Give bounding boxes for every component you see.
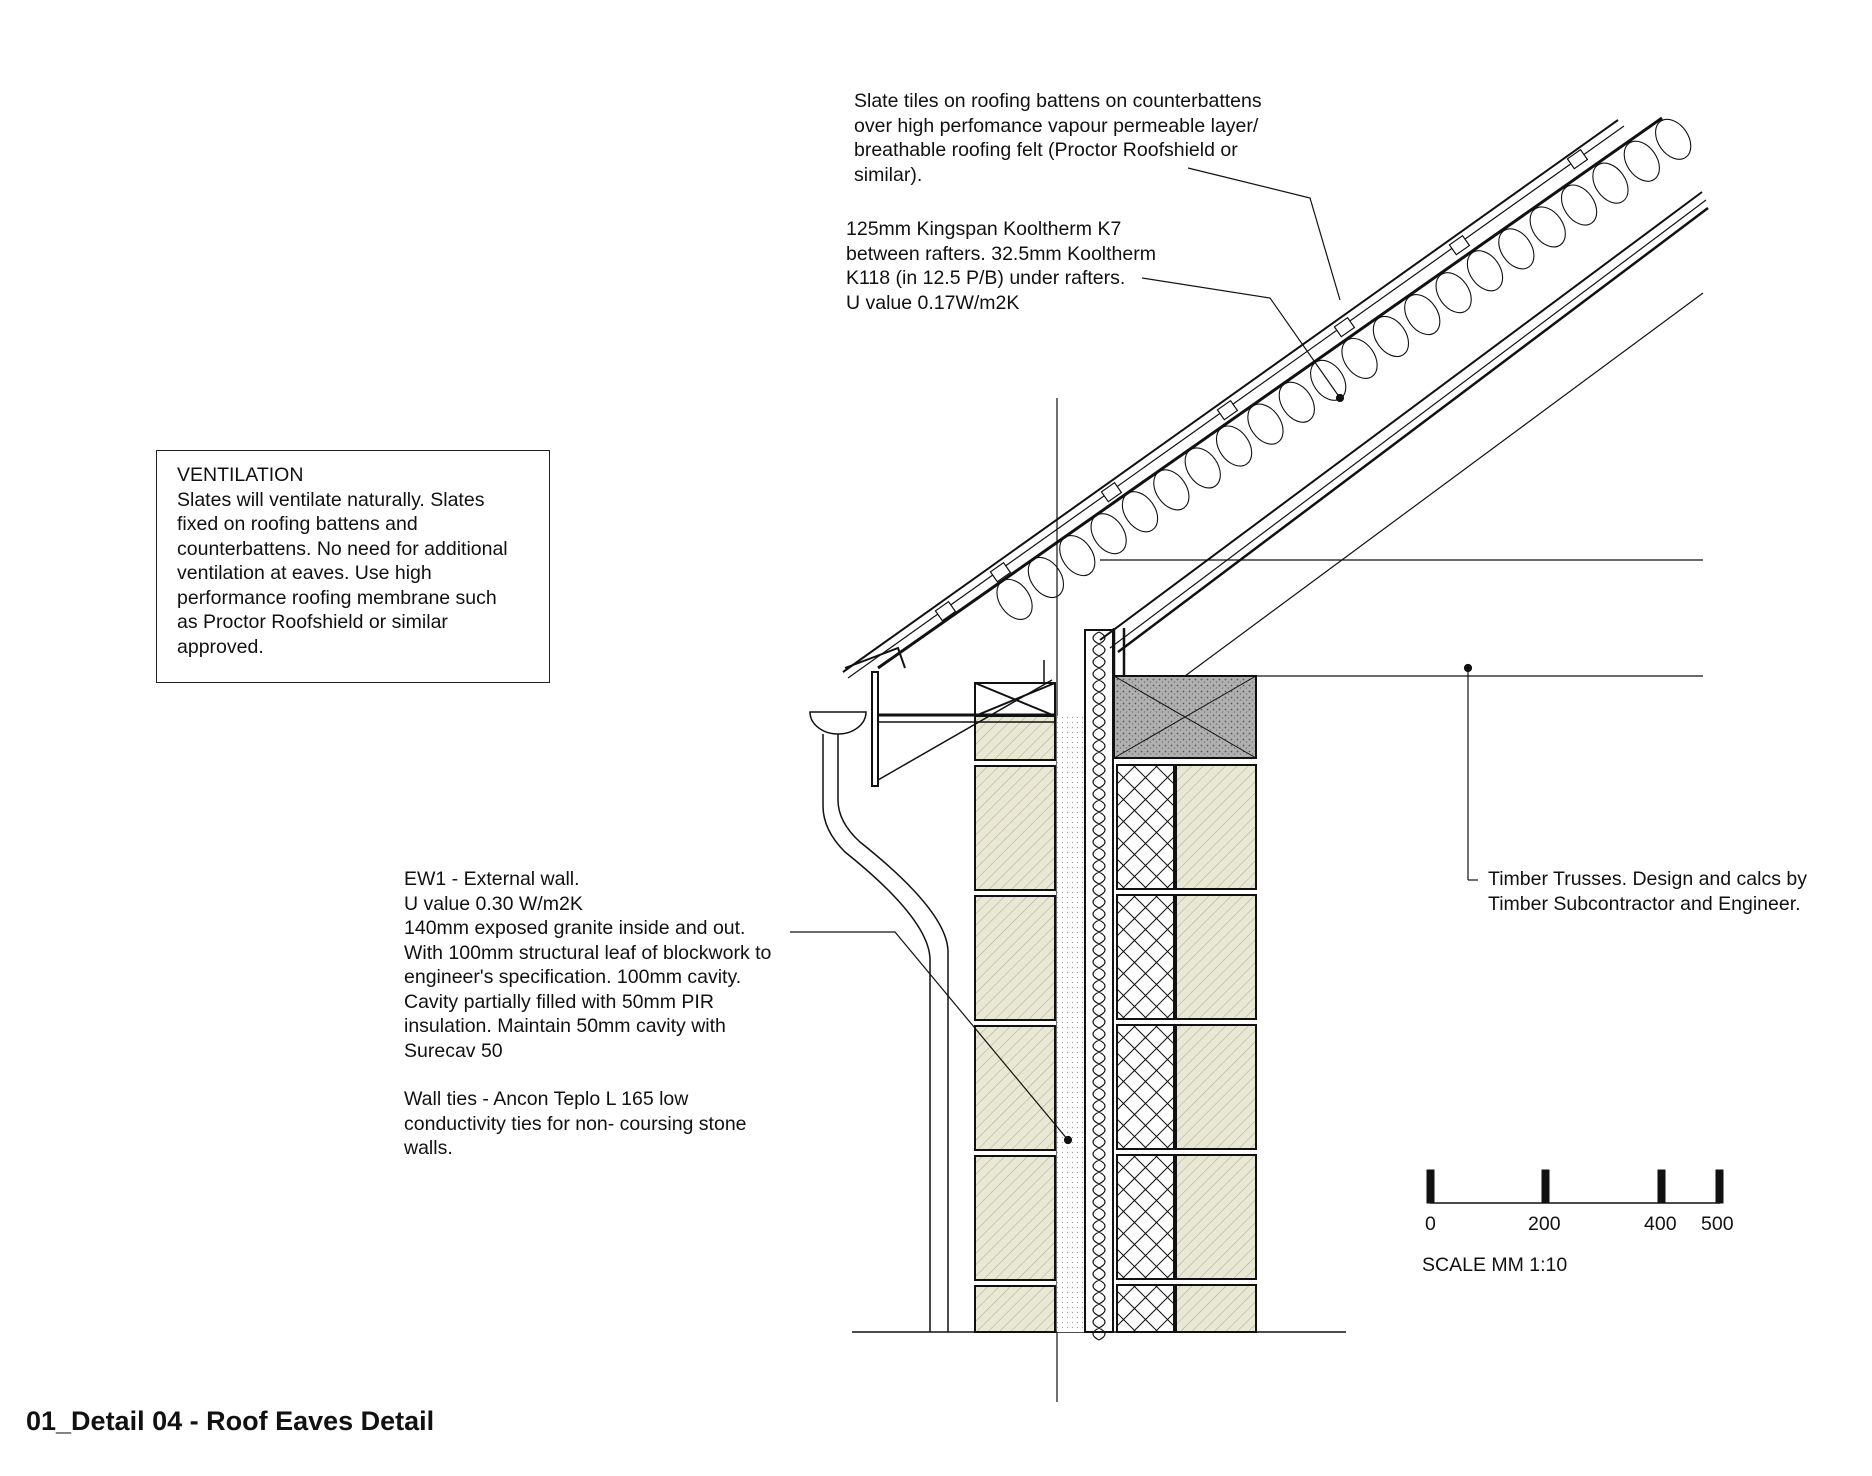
wall-plate [1113, 675, 1257, 759]
leader-lines [790, 167, 1478, 1145]
truss-lines [1100, 292, 1704, 677]
outer-granite-leaf [974, 682, 1056, 1333]
cavity-insulation [1084, 629, 1114, 1333]
inner-granite-leaf [1175, 764, 1257, 1333]
scale-tick-500: 500 [1701, 1213, 1734, 1235]
gutter [809, 711, 949, 1332]
ventilation-text: VENTILATION Slates will ventilate natura… [177, 463, 508, 659]
trusses-note: Timber Trusses. Design and calcs by Timb… [1488, 868, 1807, 915]
ventilation-box: VENTILATION Slates will ventilate natura… [156, 450, 550, 683]
ventilation-title: VENTILATION [177, 464, 304, 486]
insulation-note: 125mm Kingspan Kooltherm K7 between raft… [846, 218, 1156, 314]
scale-bar [1426, 1169, 1724, 1204]
external-wall-note: EW1 - External wall. U value 0.30 W/m2K … [404, 868, 772, 1062]
scale-label: SCALE MM 1:10 [1422, 1254, 1568, 1276]
scale-tick-200: 200 [1528, 1213, 1561, 1235]
slate-tiles-note: Slate tiles on roofing battens on counte… [854, 90, 1262, 186]
roof-buildup [842, 116, 1709, 679]
cavity [1057, 716, 1085, 1332]
scale-tick-0: 0 [1425, 1213, 1436, 1235]
eaves-fascia [844, 646, 1055, 787]
blockwork-leaf [1116, 764, 1175, 1333]
ventilation-body: Slates will ventilate naturally. Slates … [177, 488, 508, 658]
drawing-title: 01_Detail 04 - Roof Eaves Detail [26, 1406, 435, 1436]
scale-tick-400: 400 [1644, 1213, 1677, 1235]
wall-ties-note: Wall ties - Ancon Teplo L 165 low conduc… [404, 1088, 747, 1159]
